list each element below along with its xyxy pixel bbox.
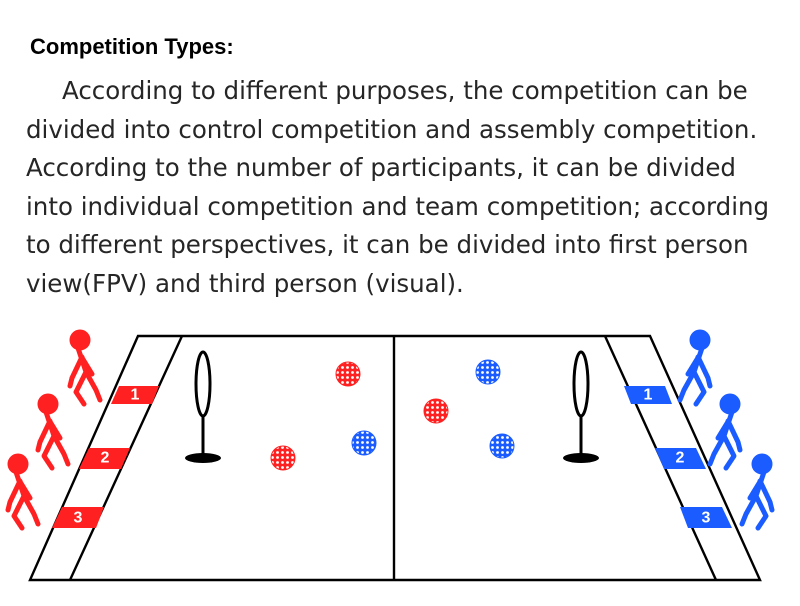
competition-field-diagram: 1 2 3 1 2 3 [0,318,800,582]
svg-text:3: 3 [702,510,711,527]
paragraph-text: According to different purposes, the com… [26,76,770,298]
blue-ball [475,359,501,385]
svg-text:1: 1 [131,387,140,404]
blue-lane-markers: 1 2 3 [624,386,732,528]
blue-lane-2: 2 [655,448,706,469]
red-ball [423,398,449,424]
blue-team-players [680,330,772,528]
blue-player-1 [680,330,710,404]
field-outline [28,334,762,582]
red-ball [335,361,361,387]
svg-text:3: 3 [74,510,83,527]
red-lane-markers: 1 2 3 [52,386,159,528]
blue-ball [351,430,377,456]
blue-lane-3: 3 [680,507,732,528]
blue-lane-1: 1 [624,386,672,404]
svg-text:2: 2 [676,450,685,467]
red-player-2 [38,394,68,468]
blue-player-2 [710,394,740,468]
red-ball [270,445,296,471]
blue-ball [489,433,515,459]
svg-text:2: 2 [101,450,110,467]
red-team-players [8,330,100,528]
red-lane-1: 1 [111,386,159,404]
blue-player-3 [742,454,772,528]
description-paragraph: According to different purposes, the com… [26,72,786,303]
goal-hoop-left [185,350,221,463]
red-lane-2: 2 [79,448,130,469]
red-lane-3: 3 [52,507,104,528]
goal-hoop-right [563,350,599,463]
red-player-1 [70,330,100,404]
balls [270,359,515,471]
red-player-3 [8,454,38,528]
section-heading: Competition Types: [30,34,234,59]
svg-text:1: 1 [644,387,653,404]
